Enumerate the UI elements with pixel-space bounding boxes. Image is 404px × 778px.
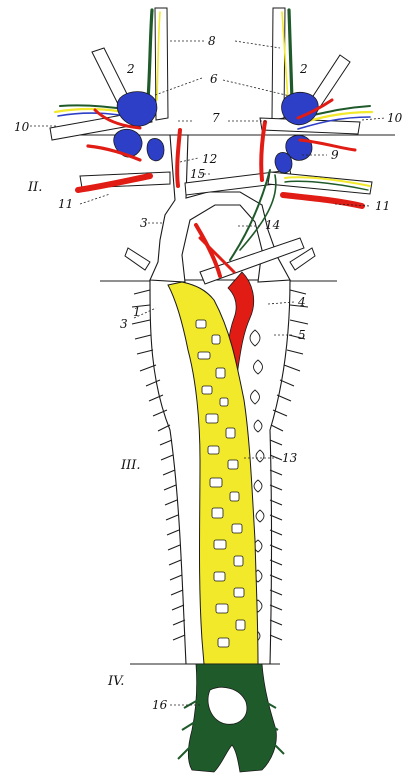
zone-label-iii: III.: [120, 458, 141, 473]
label-11-right: 11: [375, 199, 390, 213]
label-3-lower: 3: [120, 317, 128, 331]
label-13: 13: [282, 451, 298, 465]
label-14: 14: [265, 218, 280, 232]
label-7: 7: [212, 111, 220, 125]
label-3-upper: 3: [140, 216, 148, 230]
label-8: 8: [208, 34, 216, 48]
label-6: 6: [210, 72, 218, 86]
label-5: 5: [298, 328, 306, 342]
zone-label-ii: II.: [27, 180, 42, 195]
label-4: 4: [297, 295, 306, 309]
label-10-left: 10: [14, 120, 30, 134]
label-10-right: 10: [387, 111, 403, 125]
label-1: 1: [133, 305, 141, 319]
zone-label-iv: IV.: [107, 674, 124, 689]
label-9: 9: [331, 148, 339, 162]
label-2-left: 2: [126, 62, 135, 76]
label-11-left: 11: [58, 197, 73, 211]
label-16: 16: [152, 698, 168, 712]
label-12: 12: [202, 152, 217, 166]
base-structure: [178, 664, 284, 772]
label-15: 15: [190, 167, 205, 181]
label-2-right: 2: [299, 62, 308, 76]
